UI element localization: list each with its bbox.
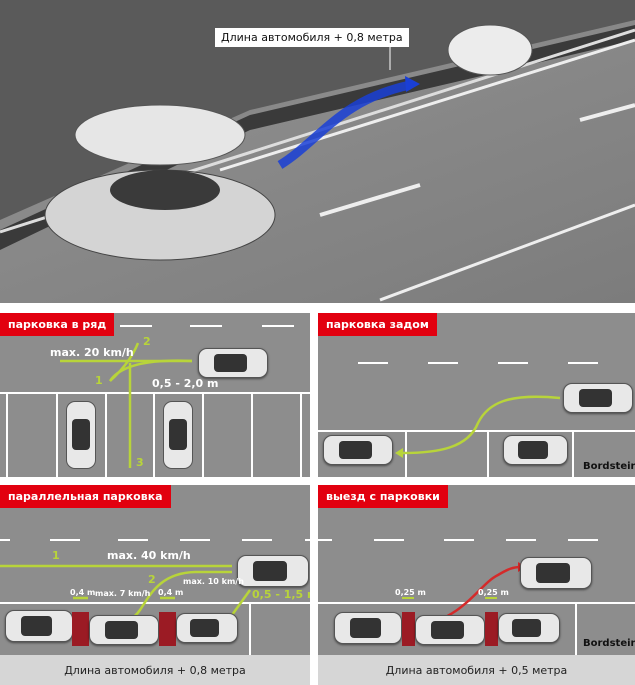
gap-marker-right <box>485 612 498 646</box>
distance-label: 0,5 - 2,0 m <box>152 377 219 390</box>
car-parked <box>66 401 96 469</box>
step-1: 1 <box>95 374 103 387</box>
car-exiting <box>415 615 485 645</box>
car-parked <box>503 435 568 465</box>
gap-marker-left <box>402 612 415 646</box>
car-parked-rear <box>498 613 560 643</box>
car-start <box>237 555 309 587</box>
gap-right-label: 0,4 m <box>158 588 184 597</box>
panel-title: парковка задом <box>318 313 437 336</box>
curb-label: Bordstein <box>583 461 635 472</box>
gap-marker-right <box>159 612 176 646</box>
car-parking <box>89 615 159 645</box>
car-exited <box>520 557 592 589</box>
car-parked <box>323 435 393 465</box>
car-parked-rear <box>176 613 238 643</box>
gap-left-label: 0,4 m <box>70 588 96 597</box>
hero-illustration: Длина автомобиля + 0,8 метра <box>0 0 635 303</box>
panel-parallel-parking: параллельная парковка 1 2 max. 40 km/h m… <box>0 485 310 655</box>
speed-10: max. 10 km/h <box>183 577 244 586</box>
step-2: 2 <box>143 335 151 348</box>
exit-caption: Длина автомобиля + 0,5 метра <box>318 655 635 685</box>
car-parked-front <box>5 610 73 642</box>
hero-road <box>0 0 635 302</box>
distance-label: 0,5 - 1,5 m <box>252 588 310 601</box>
car-moving <box>563 383 633 413</box>
row-parking-diagram <box>0 325 310 477</box>
car-parked-front <box>334 612 402 644</box>
parallel-caption: Длина автомобиля + 0,8 метра <box>0 655 310 685</box>
step-1: 1 <box>52 549 60 562</box>
reverse-parking-diagram <box>318 362 635 477</box>
gap-left-label: 0,25 m <box>395 588 426 597</box>
step-2: 2 <box>148 573 156 586</box>
speed-label: max. 20 km/h <box>50 346 134 359</box>
step-3: 3 <box>136 456 144 469</box>
panel-title: парковка в ряд <box>0 313 115 336</box>
panel-exit-parking: выезд с парковки 0,25 m 0,25 m Bordstein <box>318 485 635 655</box>
panel-row-parking: парковка в ряд max. 20 km/h 0,5 - 2,0 m … <box>0 313 310 477</box>
panel-title: выезд с парковки <box>318 485 448 508</box>
panel-title: параллельная парковка <box>0 485 171 508</box>
curb-label: Bordstein <box>583 638 635 649</box>
speed-7: max. 7 km/h <box>95 589 151 598</box>
car-parked <box>163 401 193 469</box>
speed-40: max. 40 km/h <box>107 549 191 562</box>
hero-length-label: Длина автомобиля + 0,8 метра <box>215 28 409 47</box>
panel-reverse-parking: парковка задом Bordstein <box>318 313 635 477</box>
car-target <box>198 348 268 378</box>
gap-right-label: 0,25 m <box>478 588 509 597</box>
gap-marker-left <box>72 612 89 646</box>
